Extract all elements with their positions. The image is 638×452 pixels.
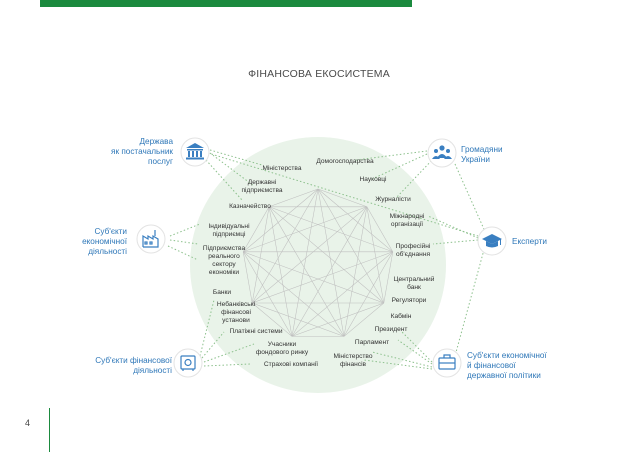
- page-title: ФІНАНСОВА ЕКОСИСТЕМА: [248, 68, 390, 80]
- government-building-icon: [186, 143, 204, 160]
- group-subiekty-fin-1: Суб'єкти фінансової: [95, 356, 173, 365]
- label-prezydent: Президент: [375, 326, 408, 333]
- web-line: [251, 206, 270, 304]
- dotted-connectors: [167, 149, 488, 370]
- label-zhurnalisty: Журналісти: [375, 195, 411, 203]
- label-profesiini-2: об'єднання: [396, 250, 431, 258]
- group-subiekty-polityky-1: Суб'єкти економічної: [467, 351, 547, 360]
- web-line: [243, 188, 319, 253]
- web-line: [243, 251, 384, 304]
- label-minfin-1: Міністерство: [333, 352, 372, 360]
- label-derzhavni-1: Державні: [248, 178, 277, 186]
- web-line: [317, 188, 345, 337]
- web-line: [317, 188, 385, 304]
- label-real-sector-4: економіки: [209, 268, 239, 276]
- label-tsentralnyi-1: Центральний: [394, 275, 435, 283]
- web-line: [269, 206, 393, 253]
- page-number-divider: [49, 408, 50, 452]
- group-eksperty: Експерти: [512, 237, 547, 246]
- ecosystem-circle: [190, 137, 446, 393]
- label-real-sector-1: Підприємства: [203, 244, 246, 252]
- web-line: [242, 206, 270, 252]
- outer-labels: Держава як постачальник послуг Суб'єкти …: [82, 137, 547, 380]
- web-line: [291, 302, 384, 337]
- label-strakhovi: Страхові компанії: [264, 360, 318, 368]
- label-nebankivski-2: фінансові: [221, 308, 251, 316]
- web-line: [317, 188, 393, 253]
- web-line: [269, 188, 319, 208]
- web-line: [268, 206, 345, 337]
- label-banky: Банки: [213, 289, 232, 296]
- label-individualni-2: підприємці: [213, 230, 246, 238]
- web-line: [242, 251, 293, 337]
- label-derzhavni-2: підприємства: [241, 186, 282, 194]
- label-nebankivski-1: Небанківські: [217, 300, 256, 308]
- inner-labels: Домогосподарства Міністерства Науковці Д…: [203, 158, 435, 368]
- page-number: 4: [25, 418, 31, 428]
- web-line: [252, 251, 393, 304]
- connection-web: [242, 188, 394, 337]
- label-uchasnyky-2: фондового ринку: [256, 349, 309, 356]
- group-derzhava-2: як постачальник: [111, 147, 173, 156]
- group-subiekty-ekon-3: діяльності: [88, 247, 127, 256]
- label-mizhnarodni-2: організації: [391, 220, 423, 228]
- factory-icon: [142, 230, 159, 248]
- label-uchasnyky-1: Учасники: [268, 341, 297, 348]
- people-group-icon: [432, 145, 452, 159]
- group-subiekty-fin-2: діяльності: [133, 366, 172, 375]
- label-mizhnarodni-1: Міжнародні: [390, 212, 425, 220]
- label-real-sector-3: сектору: [212, 261, 236, 268]
- web-line: [252, 302, 293, 337]
- web-line: [291, 206, 368, 337]
- group-subiekty-ekon-1: Суб'єкти: [94, 227, 127, 236]
- group-hromadiany-2: України: [461, 155, 490, 164]
- group-hromadiany-1: Громадяни: [461, 145, 503, 154]
- top-accent-bar: [40, 0, 412, 7]
- group-derzhava-1: Держава: [140, 137, 174, 146]
- briefcase-icon: [438, 354, 456, 370]
- group-subiekty-polityky-2: й фінансової: [467, 361, 517, 370]
- web-line: [343, 206, 368, 337]
- label-individualni-1: Індивідуальні: [208, 222, 250, 230]
- web-line: [243, 251, 345, 337]
- web-line: [291, 251, 393, 337]
- label-rehuliatory: Регулятори: [392, 297, 427, 304]
- web-line: [383, 251, 394, 304]
- web-line: [252, 302, 345, 337]
- web-line: [317, 188, 367, 208]
- web-line: [343, 302, 384, 337]
- label-parlament: Парламент: [355, 339, 389, 346]
- label-ministerstva: Міністерства: [262, 164, 301, 172]
- label-naukovtsi: Науковці: [359, 175, 387, 183]
- web-line: [366, 206, 394, 252]
- label-real-sector-2: реального: [208, 253, 240, 260]
- web-line: [268, 206, 293, 337]
- web-line: [243, 206, 367, 253]
- safe-icon: [180, 355, 196, 371]
- web-line: [252, 206, 368, 304]
- graduation-cap-icon: [482, 234, 502, 248]
- web-line: [268, 206, 384, 304]
- web-line: [343, 251, 394, 337]
- label-domohospodarstva: Домогосподарства: [316, 158, 374, 165]
- web-line: [251, 188, 319, 304]
- web-line: [291, 188, 319, 337]
- web-line: [242, 251, 253, 304]
- label-platizhni: Платіжні системи: [229, 327, 282, 335]
- label-kabmin: Кабмін: [391, 312, 412, 320]
- label-profesiini-1: Професійні: [396, 242, 431, 250]
- label-tsentralnyi-2: банк: [407, 283, 421, 291]
- label-minfin-2: фінансів: [340, 360, 367, 368]
- group-subiekty-polityky-3: державної політики: [467, 371, 541, 380]
- group-derzhava-3: послуг: [148, 157, 173, 166]
- label-kaznacheistvo: Казначейство: [229, 202, 271, 210]
- web-line: [366, 206, 385, 304]
- group-subiekty-ekon-2: економічної: [82, 237, 128, 246]
- label-nebankivski-3: установи: [222, 317, 250, 324]
